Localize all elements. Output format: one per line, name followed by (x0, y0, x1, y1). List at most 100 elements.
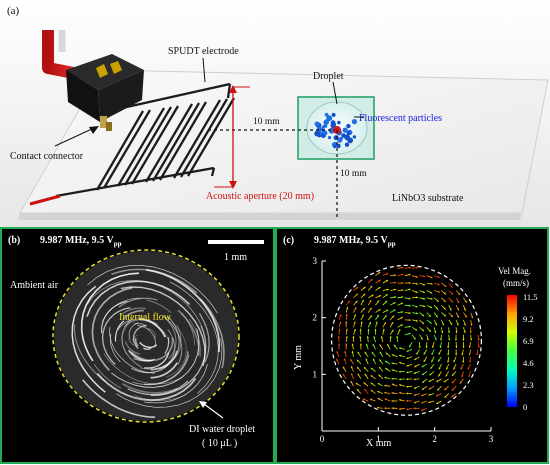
velocity-vector-head (364, 367, 367, 370)
velocity-vector-head (438, 367, 441, 370)
velocity-vector-head (362, 398, 365, 401)
velocity-vector-head (462, 338, 465, 341)
velocity-vector-head (453, 367, 456, 370)
panel-c-tag: (c) (283, 235, 294, 246)
velocity-vector-head (415, 328, 418, 331)
flow-streak (121, 315, 147, 355)
velocity-vector-head (422, 283, 426, 286)
velocity-vector-head (338, 328, 341, 331)
velocity-vector-head (446, 367, 448, 370)
velocity-vector-head (369, 300, 372, 303)
velocity-vector-head (355, 300, 358, 303)
velocity-vector-head (379, 366, 382, 369)
velocity-vector-head (377, 391, 380, 393)
signal-trace (29, 194, 61, 206)
velocity-vector-head (370, 285, 373, 288)
velocity-vector-head (443, 292, 446, 295)
velocity-vector-head (415, 305, 418, 308)
velocity-vector-head (422, 291, 425, 293)
velocity-vector-head (437, 388, 440, 391)
velocity-vector-head (460, 367, 463, 370)
internal-flow-label: Internal flow (119, 312, 172, 323)
velocity-vector-head (382, 328, 385, 331)
colorbar (507, 295, 517, 407)
velocity-vector-head (421, 329, 424, 332)
velocity-vector-head (378, 295, 381, 298)
flow-streak (132, 335, 138, 342)
panel-a: (a) SPUDT electrode Droplet Fluorescent … (0, 0, 550, 227)
flow-streak (150, 350, 178, 371)
velocity-vector-head (443, 380, 446, 383)
velocity-vector-head (370, 279, 373, 282)
velocity-vector-head (468, 353, 471, 356)
spudt-label: SPUDT electrode (168, 46, 239, 57)
velocity-vector-head (357, 351, 360, 354)
flow-streak (130, 337, 174, 362)
velocity-vector-head (364, 389, 367, 392)
velocity-vector-head (366, 336, 369, 339)
droplet-boundary (52, 249, 240, 423)
velocity-vector-head (469, 360, 471, 363)
droplet-label-line-2: ( 10 μL ) (202, 438, 237, 449)
velocity-vector-head (453, 360, 456, 363)
velocity-vector-head (362, 307, 365, 311)
flow-streak (82, 379, 156, 418)
velocity-vector-head (406, 408, 409, 411)
particle (352, 135, 357, 139)
velocity-vector-head (435, 323, 437, 326)
velocity-vector-head (444, 284, 447, 287)
velocity-vector-head (455, 353, 458, 356)
colorbar-tick-label: 11.5 (523, 292, 538, 302)
flow-streak (144, 352, 170, 369)
velocity-vector-head (394, 288, 397, 291)
velocity-vector-head (413, 401, 416, 404)
velocity-vector-head (408, 288, 411, 291)
velocity-vector-head (370, 375, 373, 378)
velocity-vector-head (431, 352, 434, 355)
velocity-vector-field (335, 266, 480, 412)
velocity-vector-head (406, 385, 409, 388)
velocity-vector-head (353, 329, 356, 332)
velocity-vector-head (451, 395, 454, 398)
y-tick-label: 3 (313, 256, 318, 266)
colorbar-title-2: (mm/s) (503, 278, 529, 288)
velocity-vector-head (364, 351, 367, 355)
velocity-vector-head (378, 279, 381, 282)
velocity-vector-head (436, 299, 439, 302)
velocity-vector-head (369, 315, 372, 318)
velocity-vector-head (406, 378, 409, 381)
velocity-vector-head (457, 300, 460, 303)
flow-streak (177, 309, 200, 356)
velocity-vector-head (361, 314, 364, 317)
velocity-vector-head (423, 297, 426, 300)
flow-streak (101, 297, 141, 323)
velocity-vector-head (401, 296, 404, 299)
velocity-vector-head (463, 308, 466, 311)
velocity-vector-head (391, 369, 394, 372)
velocity-vector-head (356, 389, 359, 392)
velocity-vector-head (352, 336, 355, 338)
velocity-vector-head (399, 354, 402, 357)
distance-label-vertical: 10 mm (340, 169, 367, 179)
flow-streak (164, 317, 183, 365)
velocity-vector-head (409, 345, 411, 348)
velocity-vector-head (401, 289, 404, 292)
connector-label: Contact connector (10, 151, 84, 162)
velocity-vector-head (353, 314, 356, 317)
flow-streak (80, 272, 140, 362)
velocity-vector-head (379, 351, 382, 354)
velocity-vector-head (384, 407, 387, 410)
velocity-vector-head (450, 300, 453, 303)
velocity-vector-head (342, 373, 345, 377)
velocity-vector-head (430, 297, 433, 300)
velocity-vector-head (429, 306, 433, 308)
velocity-vector-head (477, 345, 480, 348)
particles-label: Fluorescent particles (359, 113, 442, 124)
colorbar-tick-label: 4.6 (523, 358, 534, 368)
velocity-vector-head (457, 315, 459, 318)
flow-streak (128, 349, 153, 362)
particle (314, 130, 320, 137)
velocity-vector-head (393, 309, 396, 312)
particle (351, 119, 357, 125)
velocity-vector-head (429, 321, 432, 324)
